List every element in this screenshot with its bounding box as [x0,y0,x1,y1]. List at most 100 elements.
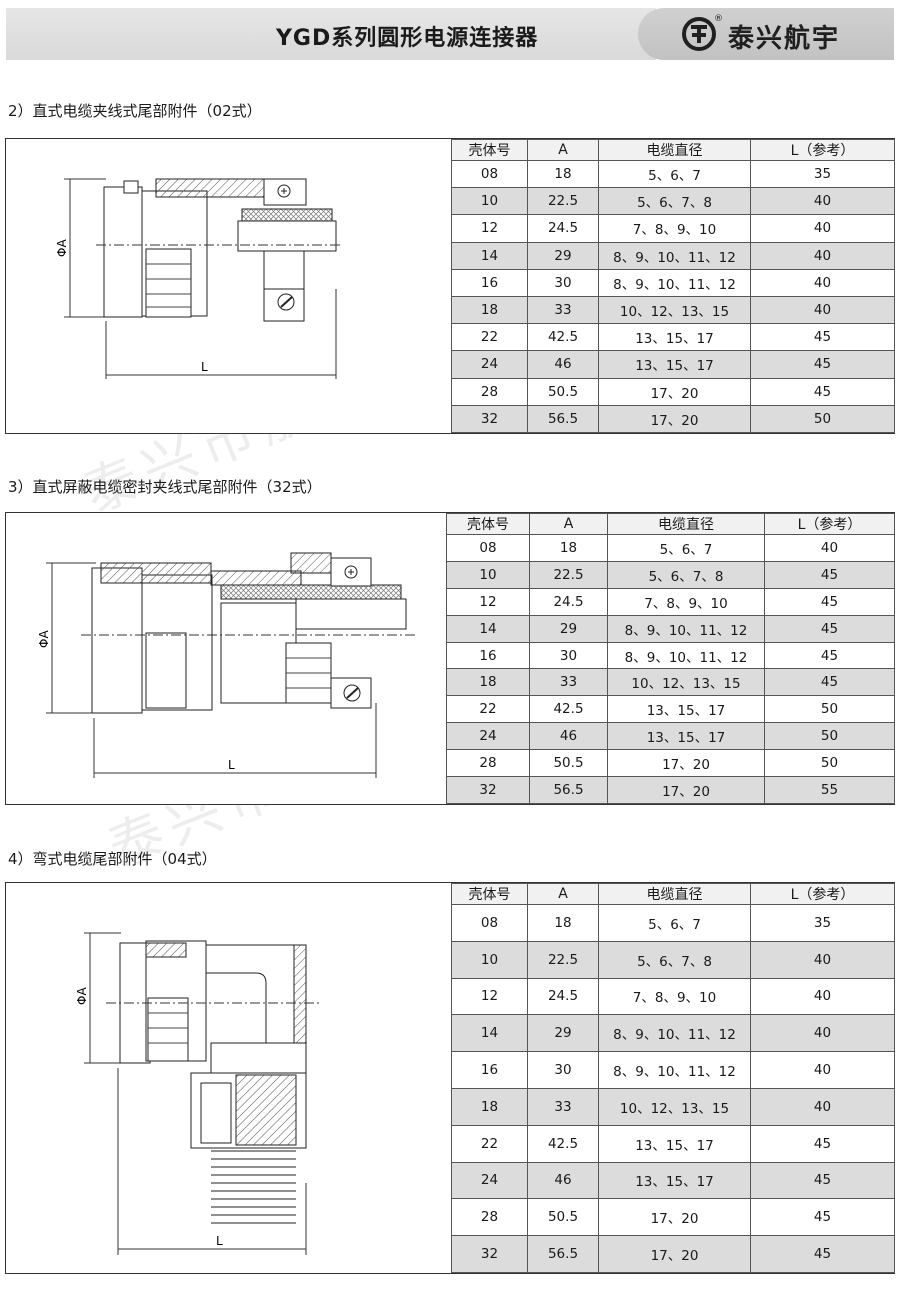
diameter-label: ΦA [75,987,89,1005]
cell-length: 35 [750,904,895,942]
cell-shell: 10 [446,560,530,589]
cell-a: 18 [529,534,608,562]
section-panel-02: ΦA L 壳体号 A 电缆直径 L（参考） [5,138,895,434]
cell-cable-diameter: 5、6、7 [598,904,751,942]
cell-length: 40 [750,187,895,216]
length-label: L [228,758,235,772]
cell-length: 40 [750,295,895,325]
cell-length: 45 [750,1161,895,1200]
cell-shell: 14 [451,241,528,270]
cell-a: 46 [527,350,599,379]
col-header-cable-diameter: 电缆直径 [607,513,765,535]
cell-a: 50.5 [529,749,608,778]
col-header-cable-diameter: 电缆直径 [598,883,751,905]
cell-a: 50.5 [527,1198,599,1237]
cell-a: 30 [529,641,608,670]
cell-cable-diameter: 5、6、7 [598,159,751,189]
cell-cable-diameter: 17、20 [598,404,751,434]
registered-mark: ® [714,14,723,24]
col-header-length: L（参考） [750,883,895,905]
cell-a: 46 [529,722,608,751]
cell-a: 22.5 [529,560,608,589]
cell-shell: 32 [451,404,528,434]
cell-shell: 24 [446,722,530,751]
cell-a: 22.5 [527,187,599,216]
cell-a: 42.5 [527,323,599,352]
cell-a: 33 [529,668,608,697]
section-title-04: 4）弯式电缆尾部附件（04式） [8,850,217,868]
cell-length: 45 [764,560,895,589]
brand-name: 泰兴航宇 [728,24,841,54]
cell-cable-diameter: 7、8、9、10 [607,587,765,616]
cell-a: 29 [527,241,599,270]
cell-length: 45 [764,668,895,697]
cell-a: 30 [527,268,599,297]
cell-length: 40 [764,534,895,562]
cell-cable-diameter: 13、15、17 [607,695,765,724]
cell-shell: 24 [451,350,528,379]
taixing-hangyu-logo-icon [682,17,716,51]
page-header: YGD系列圆形电源连接器 ® 泰兴航宇 [6,8,894,60]
cell-shell: 08 [451,904,528,942]
cell-a: 29 [527,1014,599,1053]
cell-cable-diameter: 17、20 [598,377,751,406]
cell-length: 50 [764,749,895,778]
cell-shell: 12 [446,587,530,616]
section-panel-04: ΦA L [5,882,895,1274]
cell-a: 50.5 [527,377,599,406]
cell-length: 45 [750,1235,895,1273]
col-header-shell: 壳体号 [451,139,528,161]
cell-cable-diameter: 17、20 [607,749,765,778]
cell-length: 50 [764,722,895,751]
cell-shell: 18 [451,1087,528,1126]
cell-a: 56.5 [529,776,608,804]
header-band [6,8,656,60]
cell-a: 24.5 [527,214,599,243]
cell-shell: 16 [451,1051,528,1089]
section-title-32: 3）直式屏蔽电缆密封夹线式尾部附件（32式） [8,478,322,496]
cell-shell: 22 [451,1124,528,1163]
cell-length: 45 [750,323,895,352]
cell-length: 55 [764,776,895,804]
cell-length: 40 [750,241,895,270]
cell-length: 40 [750,940,895,979]
cell-shell: 28 [451,377,528,406]
cell-length: 40 [750,1051,895,1089]
cell-cable-diameter: 10、12、13、15 [598,1087,751,1126]
cell-length: 45 [764,614,895,643]
cell-shell: 08 [446,534,530,562]
col-header-a: A [527,139,599,161]
cell-shell: 12 [451,977,528,1016]
cell-shell: 28 [446,749,530,778]
cell-cable-diameter: 13、15、17 [598,1124,751,1163]
cell-shell: 14 [446,614,530,643]
cell-shell: 22 [451,323,528,352]
cell-cable-diameter: 8、9、10、11、12 [598,1014,751,1053]
cell-cable-diameter: 5、6、7、8 [607,560,765,589]
col-header-length: L（参考） [764,513,895,535]
cell-a: 18 [527,904,599,942]
cell-shell: 12 [451,214,528,243]
cell-cable-diameter: 10、12、13、15 [607,668,765,697]
cell-length: 40 [750,1087,895,1126]
